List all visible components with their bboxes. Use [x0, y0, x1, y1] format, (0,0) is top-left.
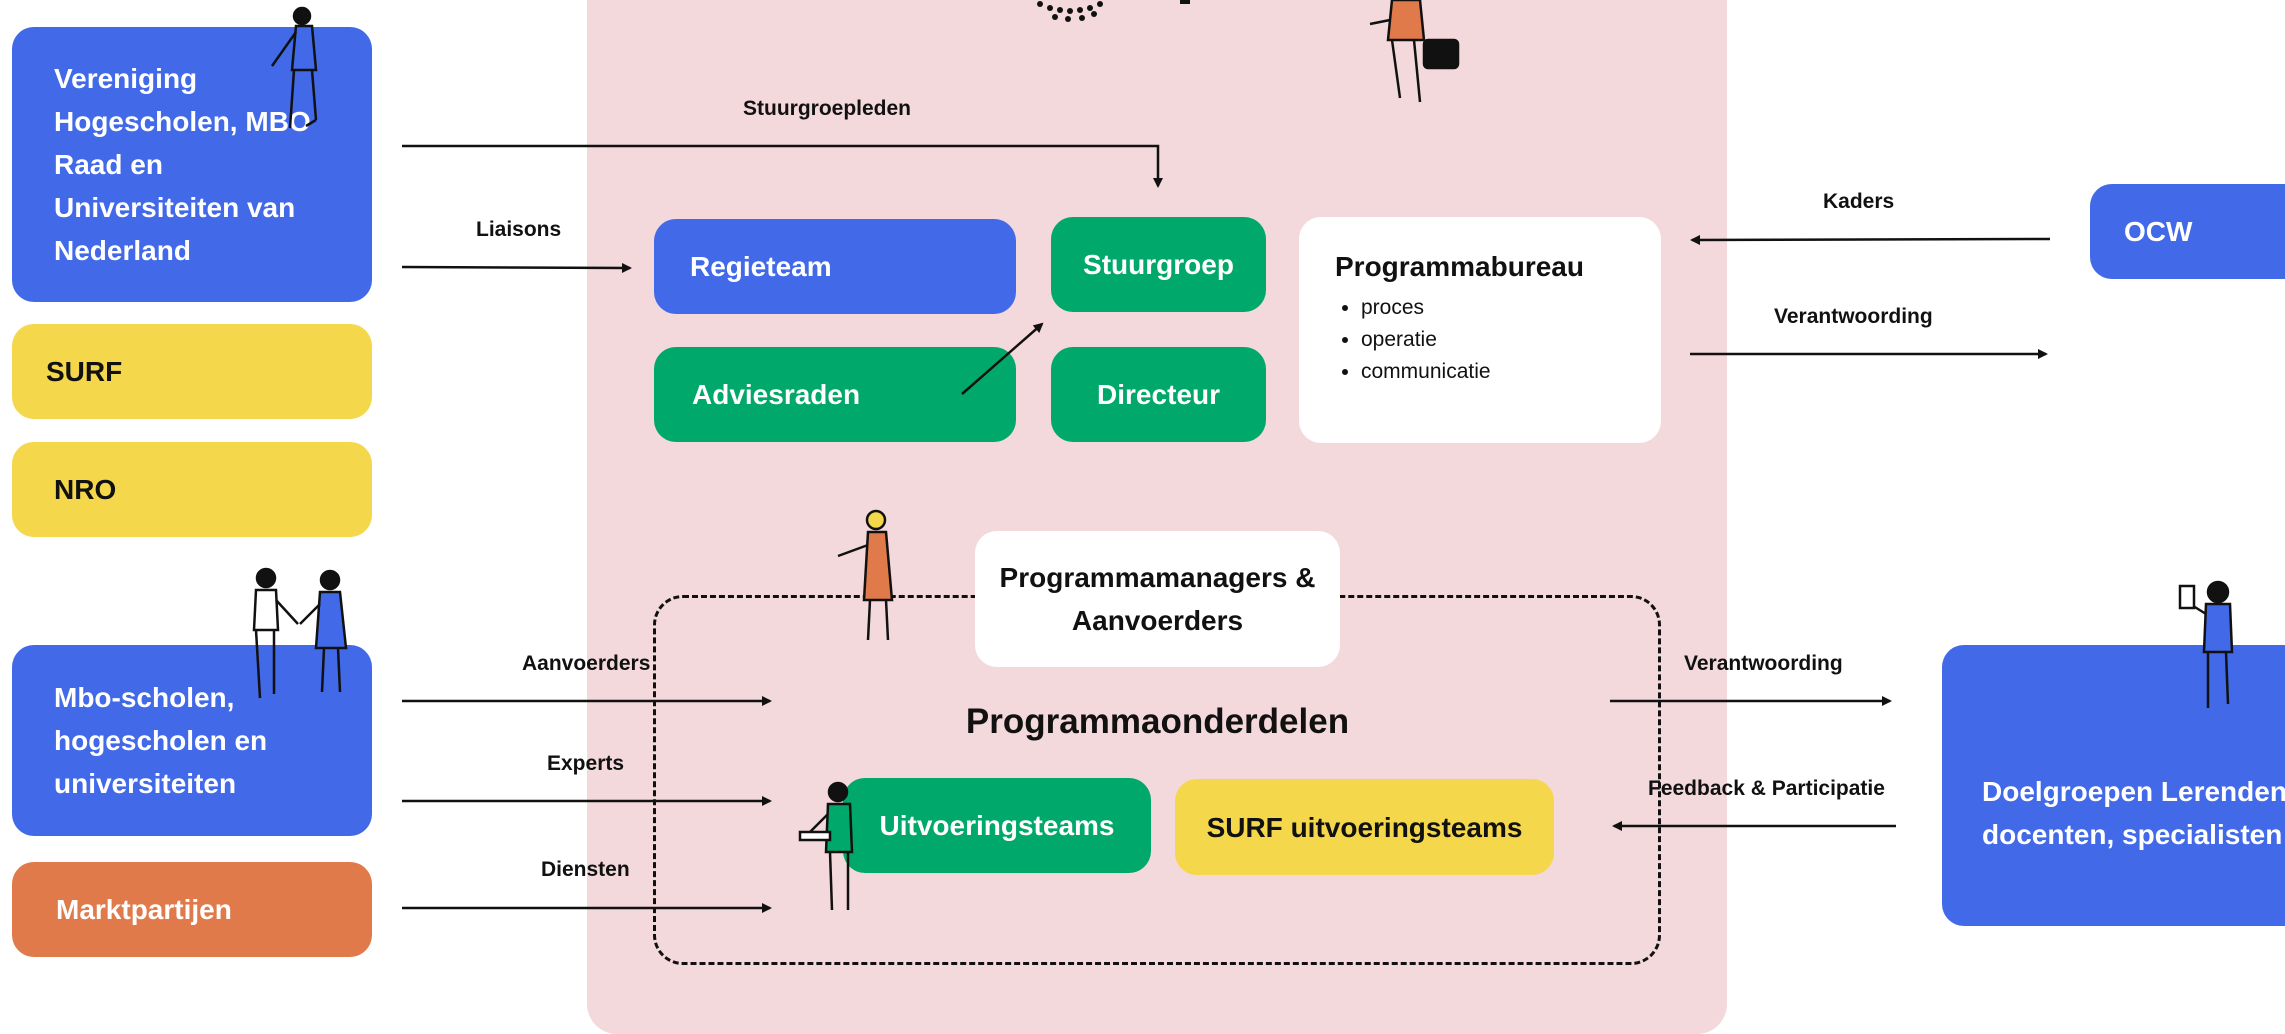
- scholen-label: Mbo-scholen, hogescholen en universiteit…: [54, 682, 268, 799]
- kaders-arrow: [1690, 234, 2051, 245]
- stuurgroep-label: Stuurgroep: [1083, 249, 1234, 280]
- programmabureau-box: Programmabureau proces operatie communic…: [1299, 217, 1661, 443]
- person-tablet-icon: [798, 781, 854, 911]
- programmamanagers-box: Programmamanagers & Aanvoerders: [975, 531, 1340, 667]
- nro-label: NRO: [54, 474, 117, 505]
- programmabureau-item: communicatie: [1361, 356, 1641, 388]
- feedback-label: Feedback & Participatie: [1648, 777, 1885, 800]
- scholen-box: Mbo-scholen, hogescholen en universiteit…: [12, 645, 372, 836]
- programmamanagers-label: Programmamanagers & Aanvoerders: [999, 562, 1316, 636]
- people-handshake-icon: [252, 567, 348, 699]
- uitvoeringsteams-label: Uitvoeringsteams: [879, 810, 1115, 841]
- kaders-label: Kaders: [1823, 190, 1895, 213]
- ocw-box: OCW: [2090, 184, 2285, 279]
- directeur-box: Directeur: [1051, 347, 1266, 442]
- adviesraden-box: Adviesraden: [654, 347, 1016, 442]
- programmaonderdelen-title: Programmaonderdelen: [965, 702, 1350, 741]
- programmabureau-item: operatie: [1361, 324, 1641, 356]
- regieteam-box: Regieteam: [654, 219, 1016, 314]
- programmabureau-list: proces operatie communicatie: [1335, 292, 1641, 388]
- surf-uitvoeringsteams-box: SURF uitvoeringsteams: [1175, 779, 1554, 875]
- person-document-icon: [2178, 580, 2234, 708]
- nro-box: NRO: [12, 442, 372, 537]
- advies-to-stuurgroep-arrow: [961, 322, 1044, 395]
- liaisons-arrow: [401, 262, 632, 273]
- adviesraden-label: Adviesraden: [692, 379, 861, 410]
- stuurgroepleden-label: Stuurgroepleden: [743, 97, 912, 120]
- programmabureau-item: proces: [1361, 292, 1641, 324]
- verantwoording-top-label: Verantwoording: [1774, 305, 1933, 328]
- person-briefcase-icon: [1369, 0, 1460, 103]
- verantwoording-bottom-label: Verantwoording: [1684, 652, 1843, 675]
- regieteam-label: Regieteam: [690, 251, 832, 282]
- directeur-label: Directeur: [1097, 379, 1220, 410]
- doelgroepen-label: Doelgroepen Lerenden, docenten, speciali…: [1982, 775, 2285, 850]
- person-pointing-icon: [837, 509, 894, 641]
- programmabureau-title: Programmabureau: [1335, 251, 1584, 282]
- dotted-decoration: [1037, 0, 1190, 22]
- stuurgroepleden-arrow: [402, 144, 1163, 188]
- aanvoerders-label: Aanvoerders: [522, 652, 651, 675]
- marktpartijen-box: Marktpartijen: [12, 862, 372, 957]
- stuurgroep-box: Stuurgroep: [1051, 217, 1266, 312]
- ocw-label: OCW: [2124, 216, 2193, 247]
- uitvoeringsteams-box: Uitvoeringsteams: [843, 778, 1151, 873]
- surf-uitvoeringsteams-label: SURF uitvoeringsteams: [1206, 811, 1523, 843]
- vereniging-label: Vereniging Hogescholen, MBO Raad en Univ…: [54, 63, 311, 266]
- surf-box: SURF: [12, 324, 372, 419]
- person-phone-icon: [270, 6, 318, 129]
- experts-label: Experts: [547, 752, 625, 775]
- marktpartijen-label: Marktpartijen: [56, 894, 232, 925]
- liaisons-label: Liaisons: [476, 218, 562, 241]
- surf-label: SURF: [46, 356, 123, 387]
- diensten-label: Diensten: [541, 858, 630, 881]
